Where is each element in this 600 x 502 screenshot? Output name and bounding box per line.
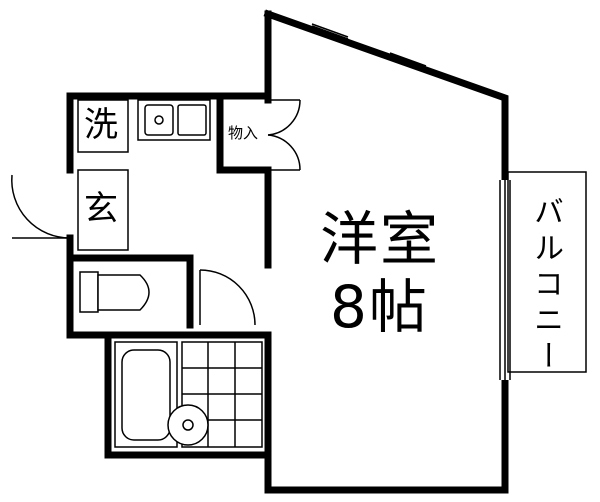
laundry-box: [77, 99, 129, 153]
storage-label: 物入: [228, 124, 259, 142]
bathtub: [114, 341, 178, 448]
entrance-box: [77, 169, 129, 251]
toilet-door: [199, 269, 256, 326]
drain-icon: [154, 115, 164, 125]
balcony-window: [499, 180, 511, 380]
stove: [177, 104, 207, 136]
bath-walls: [104, 331, 272, 459]
laundry-label: 洗: [84, 105, 118, 145]
window-top-right: [389, 52, 427, 72]
toilet-walls: [66, 254, 194, 329]
western-room-label-line2: 8帖: [330, 273, 429, 341]
wash-basin: [167, 404, 209, 446]
entrance-label: 玄: [84, 189, 118, 229]
balcony-outline: [507, 171, 587, 373]
toilet-fixture: [79, 271, 150, 313]
storage-walls: [216, 92, 272, 174]
window-top-left: [311, 23, 349, 43]
balcony-label: バルコニー: [528, 196, 563, 376]
entrance-door: [11, 174, 71, 239]
western-room-label-line1: 洋室: [320, 205, 441, 273]
storage-doors: [267, 99, 301, 171]
entrance-left-wall-lower: [66, 234, 112, 339]
